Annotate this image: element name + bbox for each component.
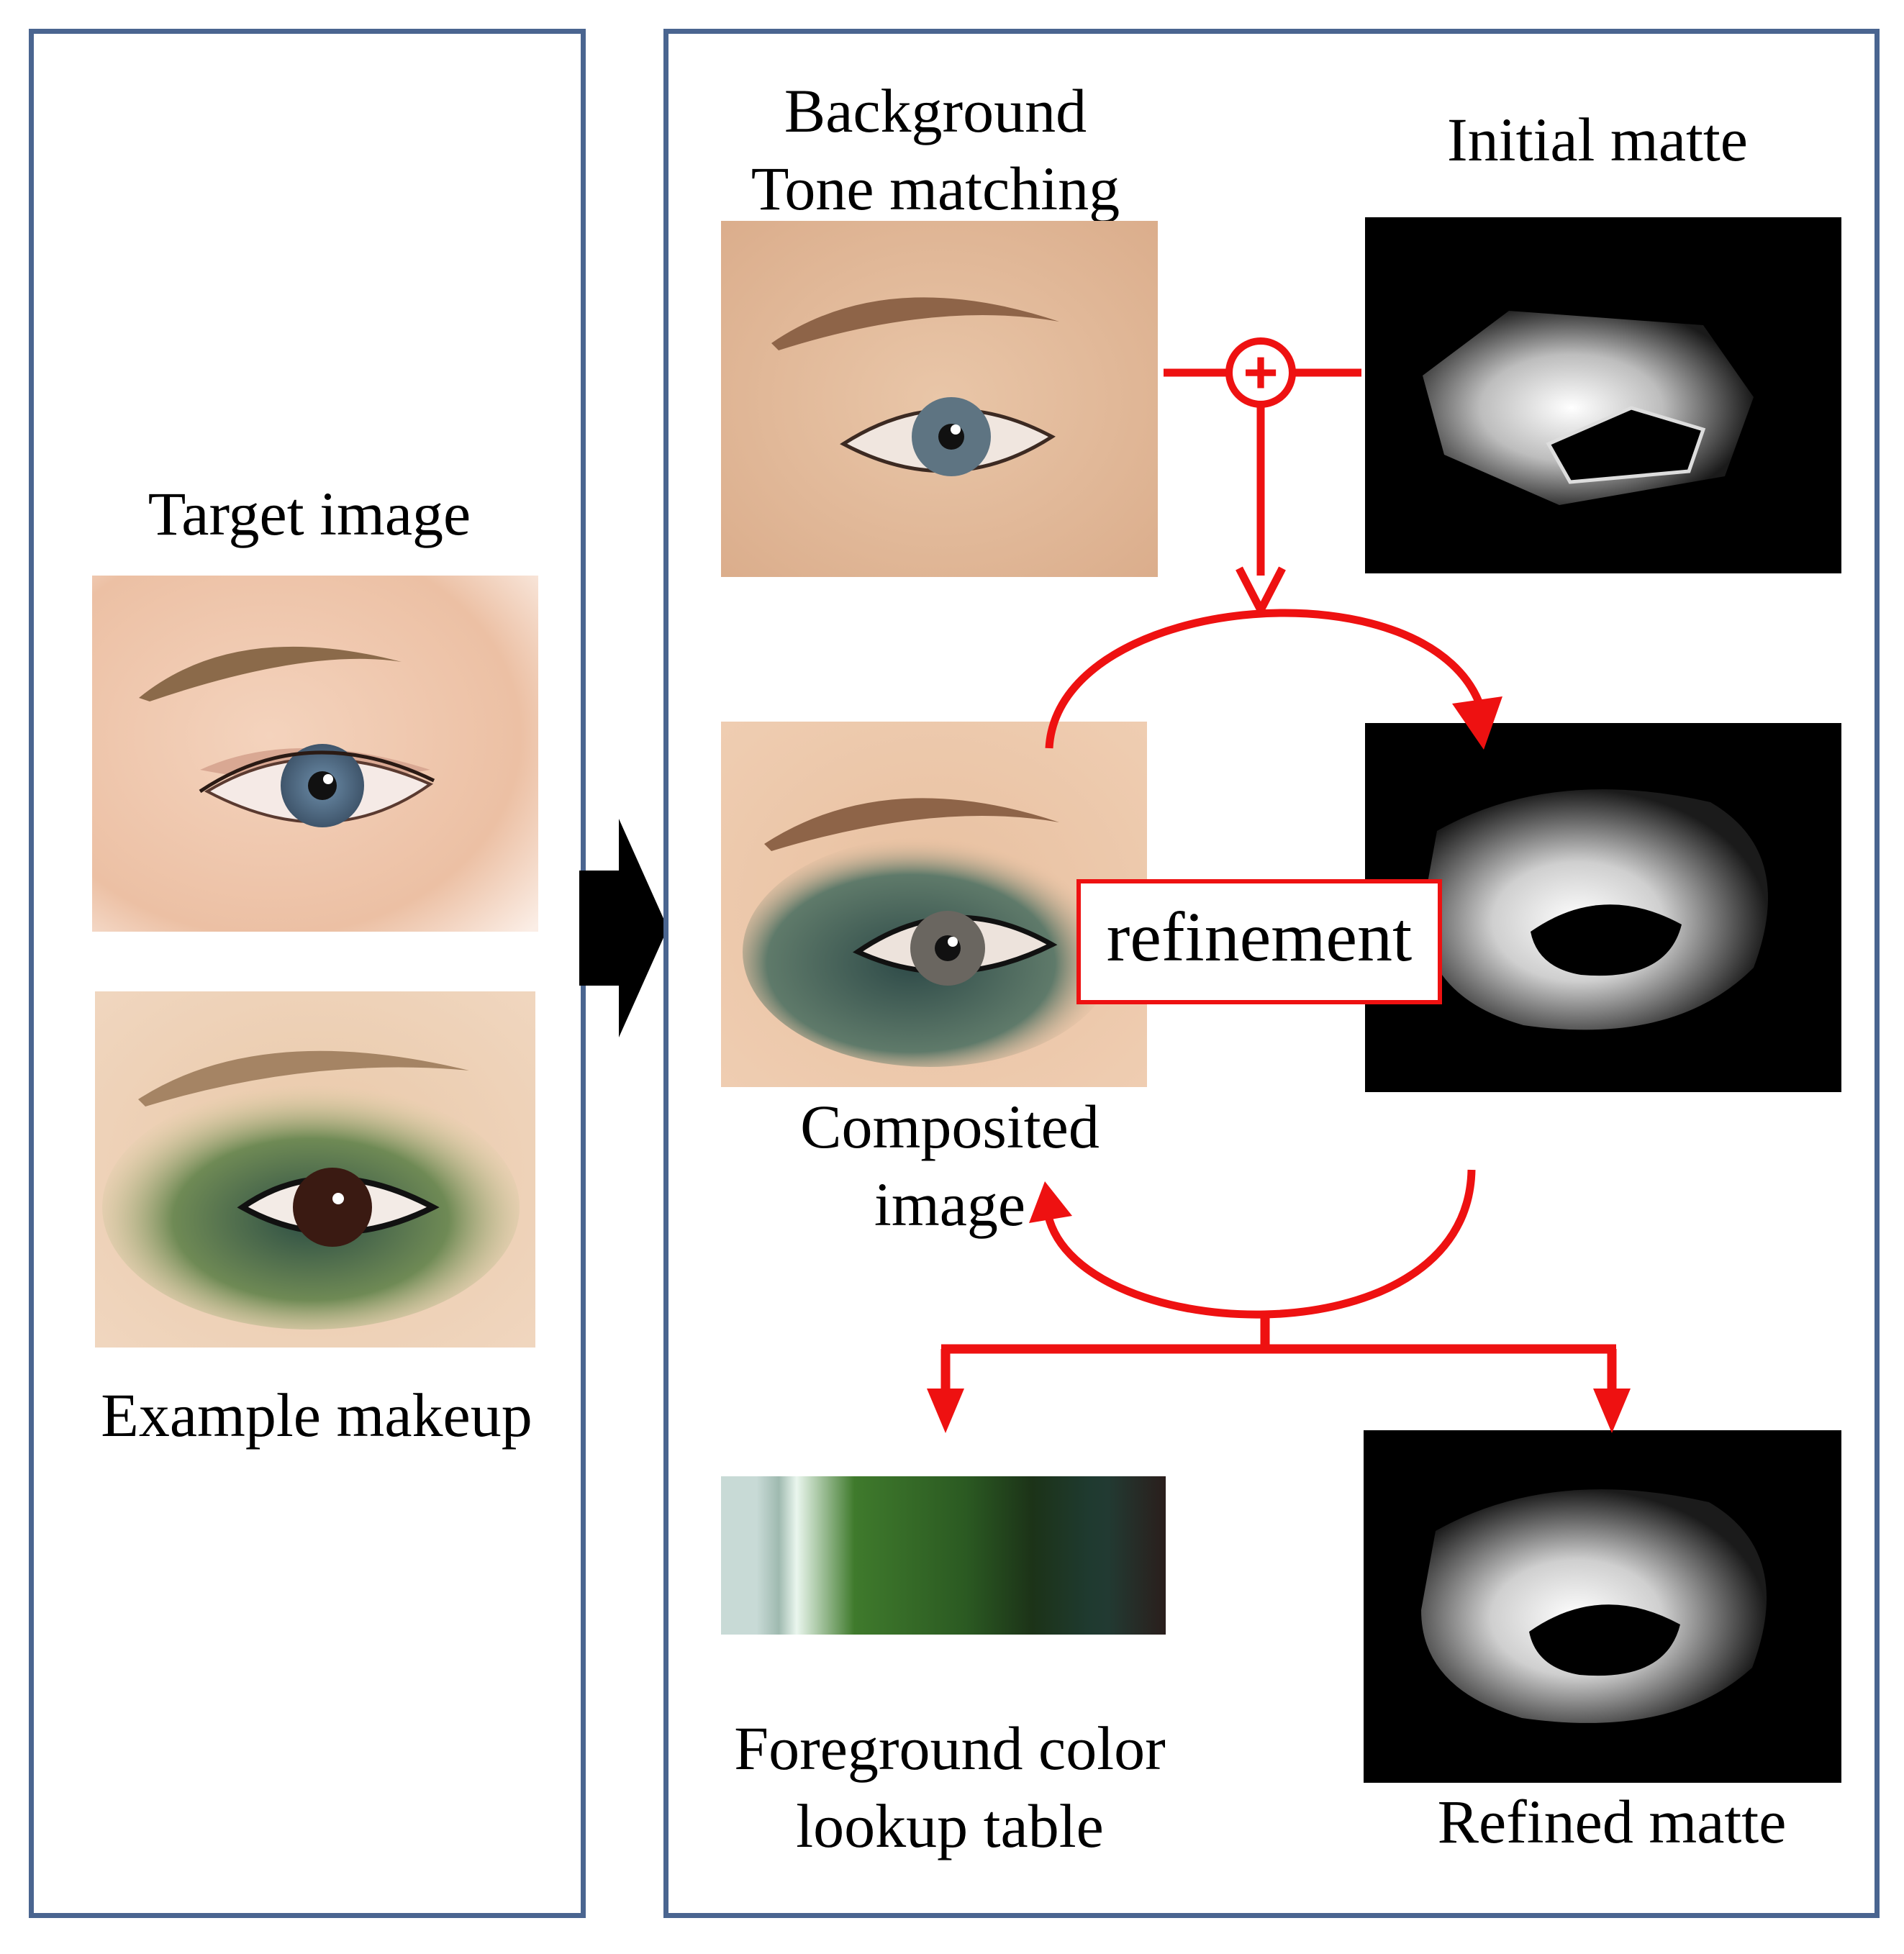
lookup-table-label: Foreground color lookup table <box>734 1714 1166 1860</box>
refined-matte-image <box>1364 1430 1841 1783</box>
left-panel <box>29 29 586 1918</box>
process-arrow-icon <box>579 819 668 1037</box>
initial-matte-image <box>1365 217 1841 573</box>
background-tone-label: Background Tone matching <box>751 76 1120 223</box>
example-makeup-label: Example makeup <box>101 1381 532 1450</box>
foreground-color-lookup-table <box>721 1476 1166 1635</box>
composited-image-label: Composited image <box>800 1092 1100 1239</box>
refinement-box: refinement <box>1076 879 1442 1004</box>
example-makeup-image <box>95 991 535 1348</box>
composited-image <box>721 722 1147 1087</box>
background-tone-image <box>721 221 1158 577</box>
refined-matte-label: Refined matte <box>1437 1787 1787 1856</box>
target-image-label: Target image <box>148 479 471 548</box>
initial-matte-label: Initial matte <box>1447 105 1748 174</box>
target-image <box>92 576 538 932</box>
refined-matte-top-image <box>1365 723 1841 1092</box>
